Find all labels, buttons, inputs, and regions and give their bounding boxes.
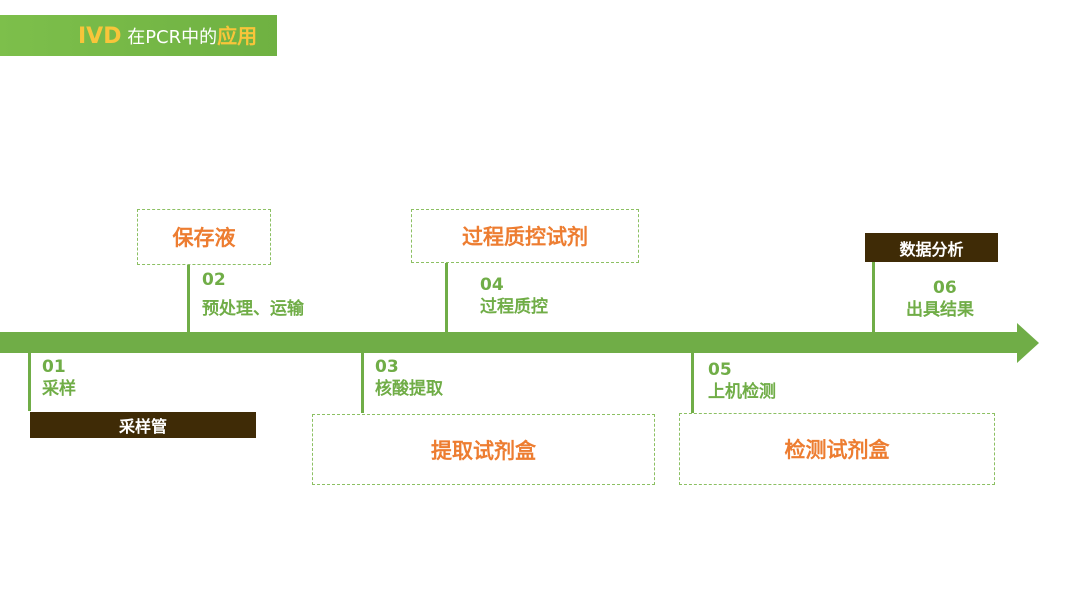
- step-05-tick: [691, 353, 694, 413]
- title-accent-ivd: IVD: [78, 24, 122, 49]
- step-04-label: 过程质控: [480, 297, 548, 317]
- step-04-tick: [445, 263, 448, 332]
- timeline-arrowhead: [1017, 323, 1039, 363]
- step-02-label: 预处理、运输: [202, 299, 304, 319]
- step-06-label: 出具结果: [906, 300, 974, 320]
- step-06-number: 06: [933, 278, 957, 298]
- step-04-number: 04: [480, 275, 504, 295]
- step-05-product-text: 检测试剂盒: [784, 438, 890, 462]
- step-06-tick: [872, 262, 875, 332]
- step-01-product-tag: 采样管: [30, 412, 256, 438]
- step-02-number: 02: [202, 270, 226, 290]
- step-03-number: 03: [375, 357, 399, 377]
- step-02-product-text: 保存液: [172, 226, 236, 250]
- step-02-tick: [187, 265, 190, 332]
- step-02-product-box: 保存液: [137, 209, 271, 265]
- step-05-number: 05: [708, 360, 732, 380]
- step-01-tick: [28, 353, 31, 411]
- title-bar: IVD 在PCR中的应用: [0, 15, 277, 56]
- step-05-product-box: 检测试剂盒: [679, 413, 995, 485]
- step-01-number: 01: [42, 357, 66, 377]
- step-05-label: 上机检测: [708, 382, 776, 402]
- step-03-label: 核酸提取: [375, 379, 443, 399]
- title-middle-text: 在PCR中的: [121, 27, 218, 48]
- title-accent-end: 应用: [217, 24, 258, 48]
- timeline-bar: [0, 332, 1018, 353]
- page-title: IVD 在PCR中的应用: [78, 21, 257, 53]
- step-01-label: 采样: [42, 379, 76, 399]
- step-03-tick: [361, 353, 364, 413]
- step-04-product-text: 过程质控试剂: [462, 225, 588, 249]
- step-04-product-box: 过程质控试剂: [411, 209, 639, 263]
- step-06-product-tag: 数据分析: [865, 233, 998, 262]
- step-03-product-box: 提取试剂盒: [312, 414, 655, 485]
- step-03-product-text: 提取试剂盒: [431, 438, 536, 463]
